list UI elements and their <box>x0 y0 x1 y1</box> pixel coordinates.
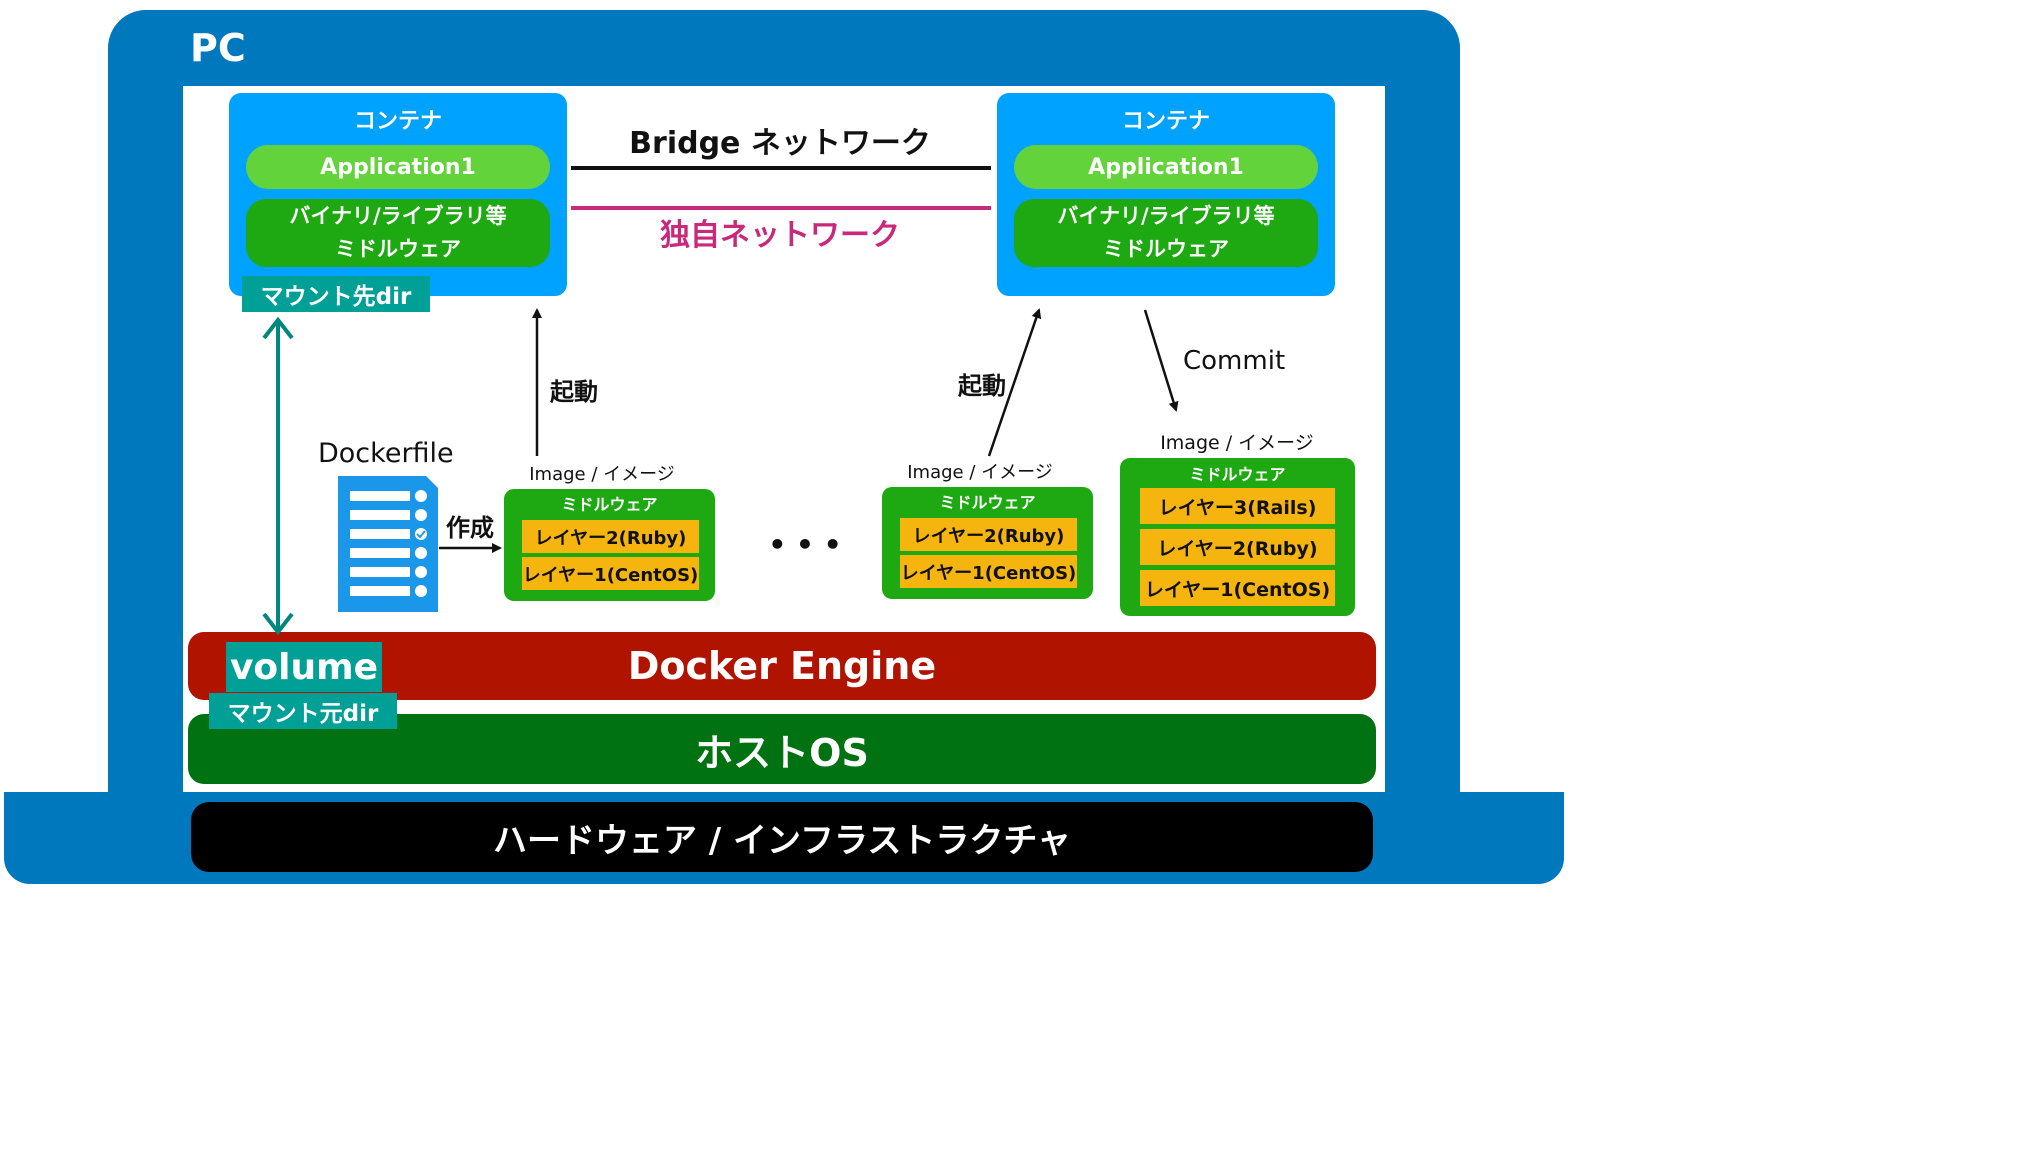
container-2-libraries-line2: ミドルウェア <box>1103 237 1229 261</box>
image-2: ミドルウェア レイヤー2(Ruby) レイヤー1(CentOS) <box>882 487 1093 599</box>
start-label-1: 起動 <box>550 378 598 406</box>
custom-network-label: 独自ネットワーク <box>660 218 900 253</box>
image-1-layer-centos: レイヤー1(CentOS) <box>522 557 699 590</box>
container-1-libraries-line2: ミドルウェア <box>335 237 461 261</box>
image-3: ミドルウェア レイヤー3(Rails) レイヤー2(Ruby) レイヤー1(Ce… <box>1120 458 1355 616</box>
image-3-layer-rails: レイヤー3(Rails) <box>1140 488 1335 524</box>
commit-arrow <box>1143 309 1179 412</box>
container-1-title: コンテナ <box>353 109 442 134</box>
image-3-layer-centos: レイヤー1(CentOS) <box>1140 570 1335 606</box>
dockerfile-label: Dockerfile <box>318 438 454 469</box>
container-1-libraries-line1: バイナリ/ライブラリ等 <box>289 204 507 228</box>
container-2-libraries-line1: バイナリ/ライブラリ等 <box>1057 204 1275 228</box>
create-label: 作成 <box>446 514 494 542</box>
start-label-2: 起動 <box>958 372 1006 400</box>
container-1-application: Application1 <box>246 145 550 189</box>
image-3-title: ミドルウェア <box>1189 465 1286 484</box>
connectors-layer <box>262 166 1179 636</box>
ellipsis: • • • <box>768 527 842 561</box>
image-3-layer-ruby: レイヤー2(Ruby) <box>1140 529 1335 565</box>
image-2-layer-ruby: レイヤー2(Ruby) <box>900 518 1077 551</box>
container-1-libraries: バイナリ/ライブラリ等 ミドルウェア <box>246 199 550 267</box>
image-1-title: ミドルウェア <box>561 495 658 514</box>
hardware-infrastructure-bar: ハードウェア / インフラストラクチャ <box>191 802 1373 872</box>
commit-label: Commit <box>1183 346 1286 376</box>
image-2-title: ミドルウェア <box>939 493 1036 512</box>
start-arrow-2 <box>987 308 1042 457</box>
docker-engine-bar: Docker Engine <box>188 632 1376 700</box>
image-2-layer-centos: レイヤー1(CentOS) <box>900 555 1077 588</box>
mount-source-dir: マウント元dir <box>209 693 397 729</box>
image-2-caption: Image / イメージ <box>907 462 1053 483</box>
pc-label: PC <box>190 26 246 70</box>
image-1-layer-ruby: レイヤー2(Ruby) <box>522 520 699 553</box>
volume-label: volume <box>226 642 382 692</box>
image-1: ミドルウェア レイヤー2(Ruby) レイヤー1(CentOS) <box>504 489 715 601</box>
bridge-network-label: Bridge ネットワーク <box>629 126 931 161</box>
container-2-libraries: バイナリ/ライブラリ等 ミドルウェア <box>1014 199 1318 267</box>
volume-mount-arrow <box>262 316 294 636</box>
container-1: コンテナ Application1 バイナリ/ライブラリ等 ミドルウェア <box>229 93 567 296</box>
container-2-title: コンテナ <box>1121 109 1210 134</box>
container-2-application: Application1 <box>1014 145 1318 189</box>
container-2: コンテナ Application1 バイナリ/ライブラリ等 ミドルウェア <box>997 93 1335 296</box>
dockerfile-document-icon <box>338 476 438 612</box>
image-1-caption: Image / イメージ <box>529 464 675 485</box>
mount-target-dir: マウント先dir <box>242 276 430 312</box>
image-3-caption: Image / イメージ <box>1160 432 1314 454</box>
